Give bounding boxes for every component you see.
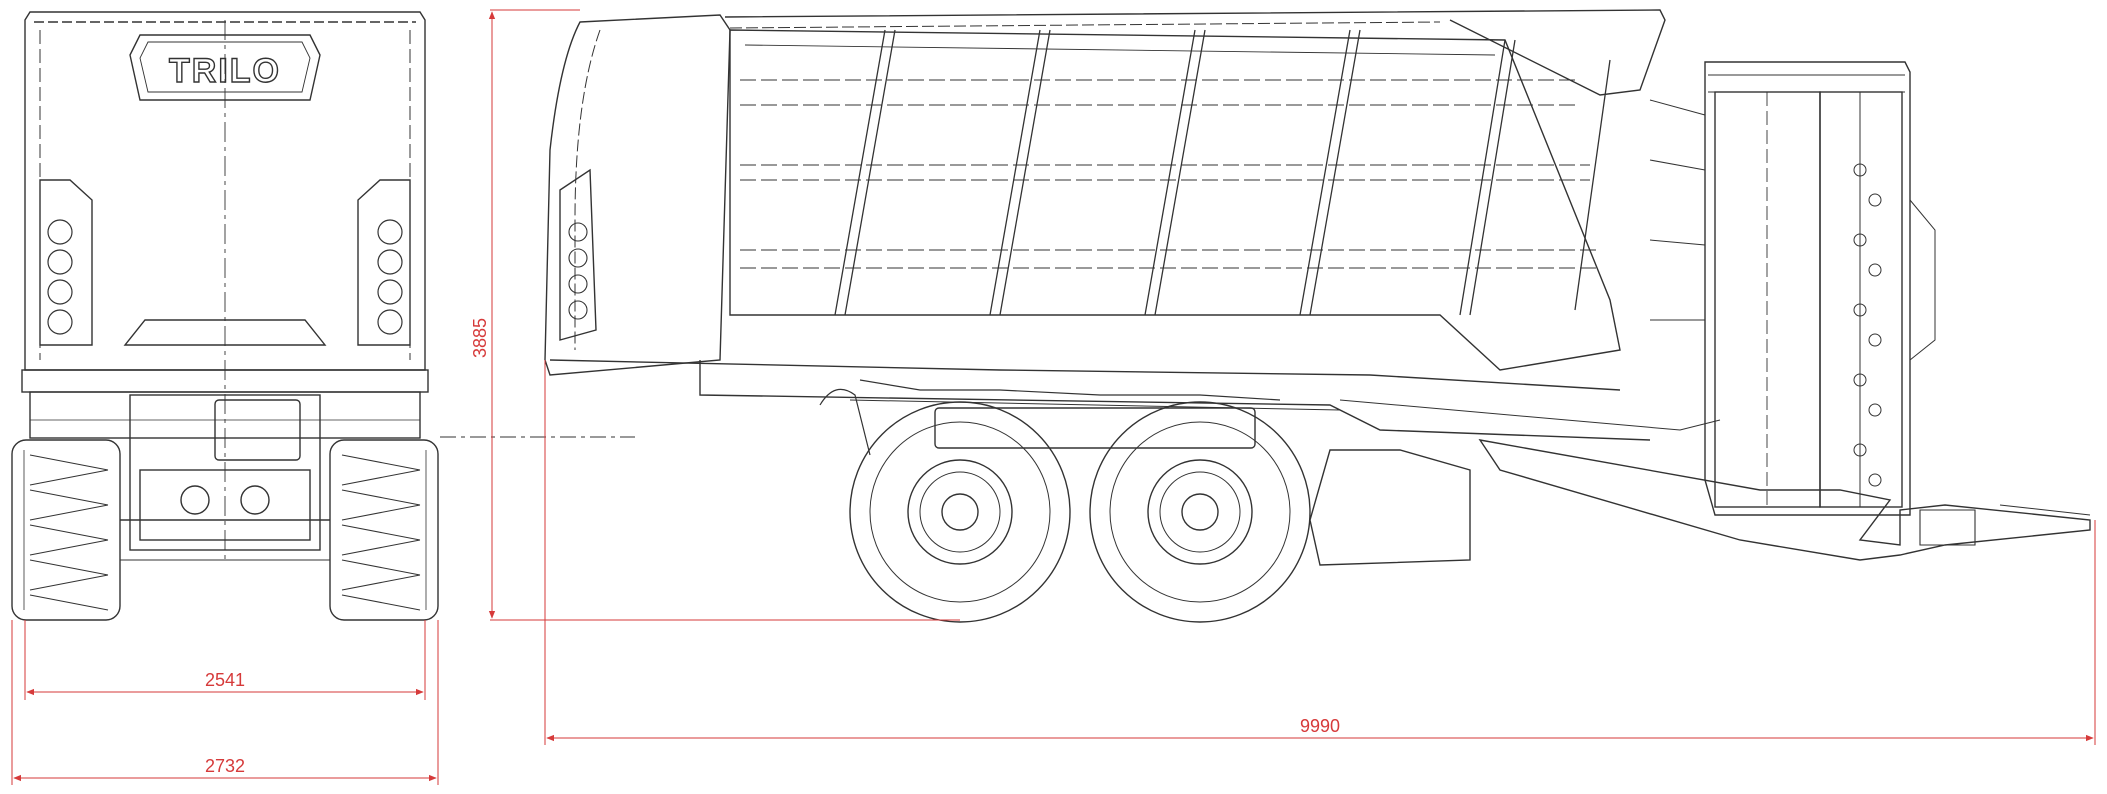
brand-logo: TRILO [169, 52, 281, 90]
drawbar [1478, 439, 2091, 561]
side-tyre-front [849, 401, 1071, 623]
dim-overall-width: 2732 [205, 756, 245, 776]
rotor-unit [1704, 61, 1911, 516]
rear-lights-right [377, 219, 403, 335]
dim-track-width: 2541 [205, 670, 245, 690]
rear-light-left [39, 179, 93, 346]
rear-tyre-right [329, 439, 439, 621]
side-tyre-rear [1089, 401, 1311, 623]
rear-lights-left [47, 219, 73, 335]
dimension-lines [11, 9, 2096, 785]
dim-overall-height: 3885 [470, 318, 490, 358]
front-light-cluster [559, 168, 597, 341]
rear-logo-badge [129, 34, 321, 101]
dim-overall-length: 9990 [1300, 716, 1340, 736]
rear-view: TRILO [11, 11, 439, 621]
rear-light-right [357, 179, 411, 346]
body-side-panel [729, 29, 1621, 371]
body-front-end [544, 14, 731, 376]
body-top-edge [724, 9, 1666, 96]
rear-tyre-left [11, 439, 121, 621]
side-view [544, 9, 2091, 623]
body-stakes [834, 29, 1611, 316]
